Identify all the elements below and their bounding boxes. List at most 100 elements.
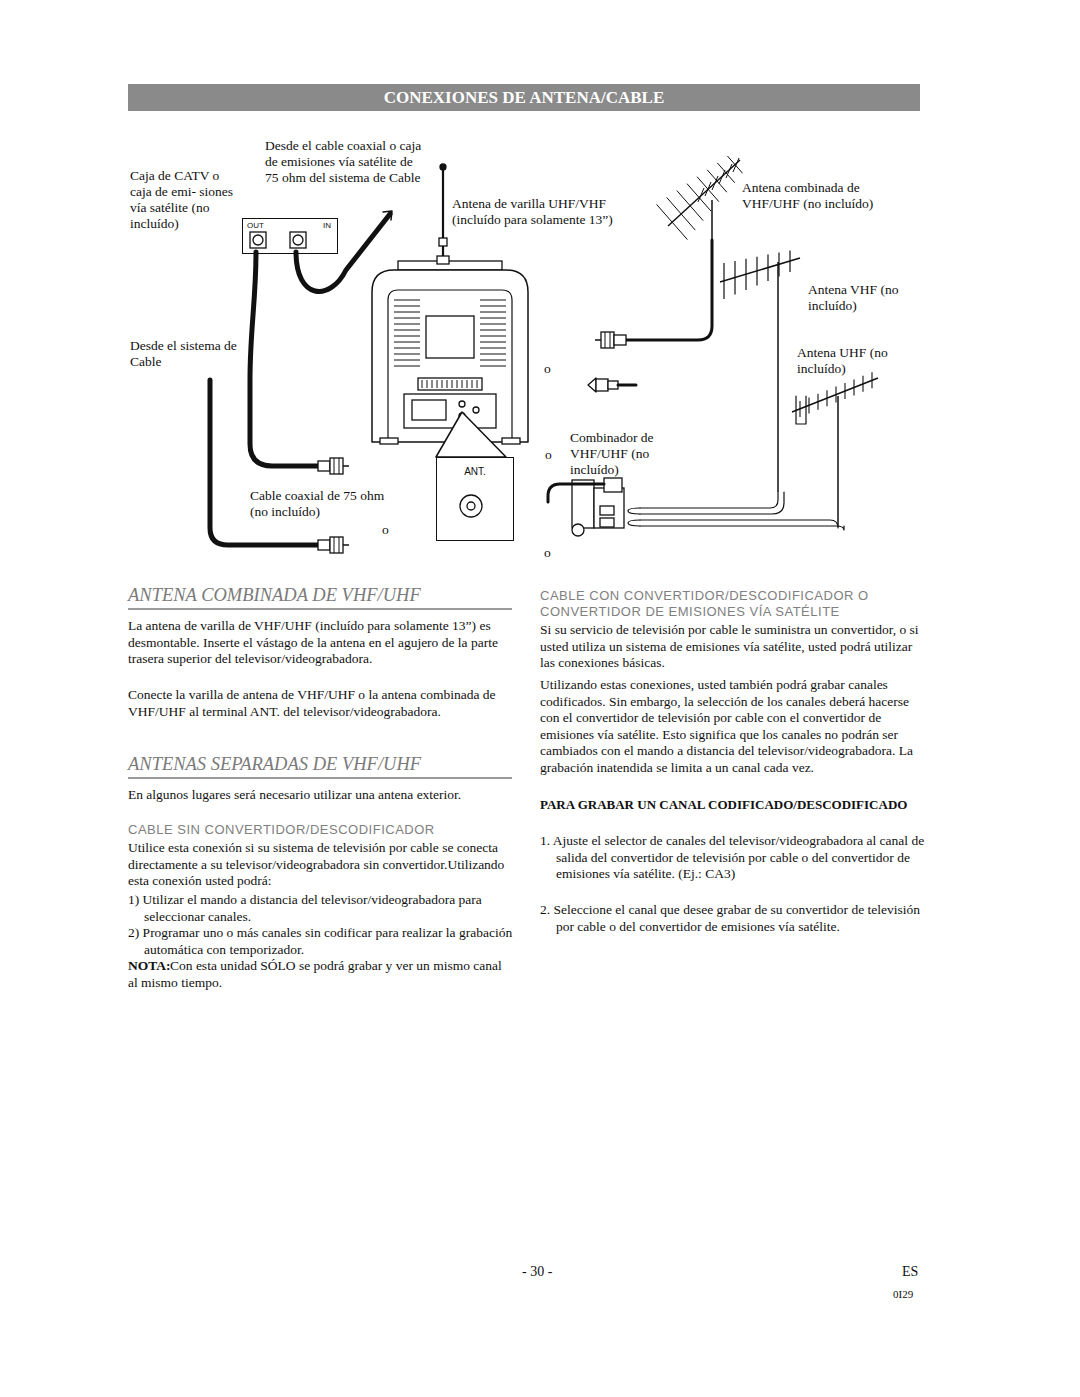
option-mark: o [544,545,558,561]
port-label: OUT [247,221,264,230]
plug-nut [330,537,343,553]
tv-rear-view [372,261,528,444]
text: Combinador de VHF/UHF (no incluído) [570,430,654,477]
vent [480,318,506,319]
plug-pin [343,465,349,467]
grill-slot [452,380,453,388]
jack-panel [404,394,496,428]
jack [459,401,465,407]
vent [480,300,506,301]
plug-pin [595,339,601,341]
element [853,379,854,395]
twin-lead [640,526,844,530]
text: Conecte la varilla de antena de VHF/UHF … [128,687,496,719]
element [727,156,742,173]
stroke [339,537,340,553]
vent [480,360,506,361]
element [677,191,703,221]
spade-lug [628,520,640,526]
text: Utilizando estas conexiones, usted tambi… [540,677,913,775]
element [826,390,827,406]
list-item: 2. Seleccione el canal que desee grabar … [540,902,938,935]
grill-slot [432,380,433,388]
adaptor-tip [588,378,596,392]
text: ES [902,1264,918,1279]
plug-body [318,540,330,550]
paragraph: Utilice esta conexión si su sistema de t… [128,840,512,890]
downlead [618,384,636,387]
coax-plug [318,537,349,553]
grill-slot [467,380,468,388]
vent [394,312,420,313]
cabinet-back [388,290,512,442]
vent [480,330,506,331]
connector-hole [293,235,303,245]
uhf-director [698,188,704,202]
element [723,263,724,299]
combiner-foot [572,524,584,536]
element [789,250,790,272]
vent [480,348,506,349]
text: Con esta unidad SÓLO se podrá grabar y v… [128,958,502,990]
callout-text: Antena combinada de VHF/UHF (no incluído… [742,180,882,212]
vent [394,306,420,307]
callout-text: Antena UHF (no incluído) [797,345,889,377]
vent [394,360,420,361]
element [707,170,727,192]
coax-cable [210,380,318,545]
vent [480,336,506,337]
boom [792,378,878,412]
combined-antenna [657,156,743,240]
antenna-plug [595,332,626,348]
section-heading: ANTENA COMBINADA DE VHF/UHF [128,584,512,610]
stroke [610,332,611,348]
grill-slot [422,380,423,388]
callout-text: Caja de CATV o caja de emi- siones vía s… [130,168,242,232]
plug-pin [343,544,349,546]
ant-terminal-pin [467,502,475,510]
text: CABLE CON CONVERTIDOR/DESCODIFICADOR O C… [540,588,869,619]
paragraph: Conecte la varilla de antena de VHF/UHF … [128,687,512,720]
output-connector [604,478,622,492]
callout-text: Desde el sistema de Cable [130,338,250,370]
vent [394,342,420,343]
subheading: CABLE CON CONVERTIDOR/DESCODIFICADOR O C… [540,588,895,619]
plug-nut [330,458,343,474]
text: En algunos lugares será necesario utiliz… [128,787,461,802]
text: Cable coaxial de 75 ohm (no incluído) [250,488,384,519]
plug-nut [601,332,614,348]
grill-slot [427,380,428,388]
rod-antenna [437,164,449,264]
page-number: - 30 - [522,1264,582,1281]
text: ANTENA COMBINADA DE VHF/UHF [128,585,421,605]
rod-tip [440,164,446,170]
vent [394,354,420,355]
connector-nut [290,232,306,248]
label-plate [412,400,446,420]
ant-callout-box: ANT. [436,457,514,541]
screw-terminal [600,506,614,515]
text: o [544,361,551,376]
uhf-director [712,176,718,190]
f-adaptor [588,378,618,392]
text: Antena VHF (no incluído) [808,282,899,313]
text: ANTENAS SEPARADAS DE VHF/UHF [128,754,421,774]
port-label: IN [323,221,331,230]
vent [394,300,420,301]
subheading: PARA GRABAR UN CANAL CODIFICADO/DESCODIF… [540,797,922,813]
arrow-head [383,211,392,220]
paragraph: Con esta unidad SÓLO se podrá grabar y v… [128,958,512,991]
adaptor-nut [596,379,608,391]
vent [394,336,420,337]
rod-joint [439,238,447,246]
boom [720,258,800,282]
vent [394,348,420,349]
grill-slot [442,380,443,388]
foot [502,438,520,444]
stroke [605,332,606,348]
element [835,387,836,403]
text: La antena de varilla de VHF/UHF (incluíd… [128,618,498,666]
foot [380,438,398,444]
text: Antena de varilla UHF/VHF (incluído para… [452,196,613,227]
